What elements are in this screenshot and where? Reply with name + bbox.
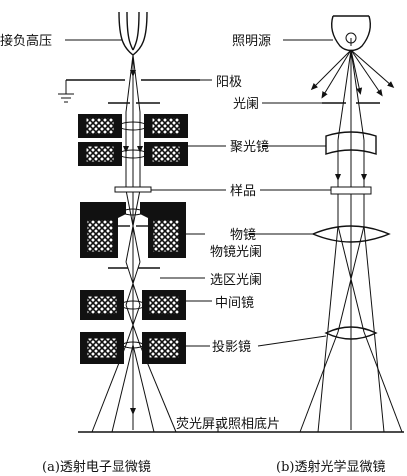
label-condenser: 聚光镜 (230, 140, 269, 155)
label-screen: 荧光屏或照相底片 (176, 416, 280, 432)
caption-tem: (a)透射电子显微镜 (42, 459, 151, 475)
electron-gun-filament (118, 11, 148, 56)
label-projector-lens: 投影镜 (212, 339, 251, 355)
lm-objective-lens (311, 225, 391, 243)
tem-condenser-lens (78, 114, 188, 166)
screen-line (78, 424, 404, 433)
lm-projector-lens (324, 326, 378, 340)
label-objective: 物镜 (230, 228, 256, 243)
label-light-source: 照明源 (232, 34, 271, 49)
lamp-icon (331, 15, 371, 52)
label-anode: 阳极 (216, 75, 242, 90)
label-accel-voltage: 接负高压 (0, 33, 52, 49)
leader-projector-right (257, 335, 327, 347)
anode-plate (58, 79, 200, 103)
lm-light-rays (299, 49, 403, 433)
label-intermediate-lens: 中间镜 (215, 296, 254, 311)
tem-objective-lens (80, 202, 186, 258)
caption-light-microscope: (b)透射光学显微镜 (276, 459, 385, 475)
label-specimen: 样品 (230, 184, 256, 199)
tem-column (58, 11, 226, 433)
lm-specimen (330, 186, 372, 195)
tem-specimen (114, 186, 152, 193)
lm-light-rays-radiating (310, 49, 395, 99)
label-aperture: 光阑 (233, 97, 259, 112)
lm-column (248, 15, 403, 433)
tem-intermediate-lens (80, 290, 186, 320)
lm-condenser-lens (325, 131, 377, 155)
label-objective-aperture: 物镜光阑 (210, 245, 262, 260)
tem-projector-lens (80, 332, 186, 364)
label-selected-area-aperture: 选区光阑 (210, 273, 262, 288)
